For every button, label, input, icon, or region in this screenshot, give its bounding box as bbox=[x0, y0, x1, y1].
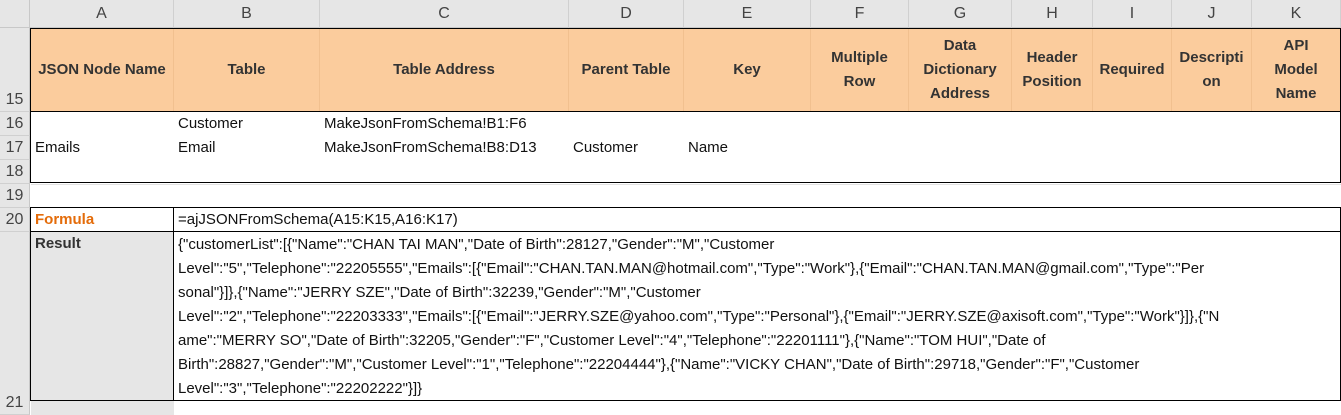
header-data-dictionary-address[interactable]: Data Dictionary Address bbox=[909, 29, 1012, 111]
cell-c17[interactable]: MakeJsonFromSchema!B8:D13 bbox=[324, 139, 537, 156]
header-json-node-name[interactable]: JSON Node Name bbox=[31, 29, 174, 111]
column-header-j[interactable]: J bbox=[1172, 0, 1252, 28]
cell-a16[interactable] bbox=[31, 112, 174, 136]
result-line: {"customerList":[{"Name":"CHAN TAI MAN",… bbox=[178, 236, 775, 253]
header-required[interactable]: Required bbox=[1093, 29, 1172, 111]
formula-cell[interactable]: =ajJSONFromSchema(A15:K15,A16:K17) bbox=[178, 211, 458, 228]
cell-e17[interactable]: Name bbox=[688, 139, 729, 156]
column-header-g[interactable]: G bbox=[909, 0, 1012, 28]
result-line: Level":"2","Telephone":"22203333","Email… bbox=[178, 308, 1220, 325]
column-header-e[interactable]: E bbox=[684, 0, 811, 28]
result-line: Level":"3","Telephone":"22202222"}]} bbox=[178, 380, 423, 397]
result-line: Level":"5","Telephone":"22205555","Email… bbox=[178, 260, 1205, 277]
column-header-i[interactable]: I bbox=[1093, 0, 1172, 28]
row-header-17[interactable]: 17 bbox=[0, 136, 30, 160]
column-header-a[interactable]: A bbox=[30, 0, 174, 28]
row-header-15[interactable]: 15 bbox=[0, 28, 30, 112]
result-line: ame":"MERRY SO","Date of Birth":32205,"G… bbox=[178, 332, 1046, 349]
cell-d16[interactable] bbox=[569, 112, 684, 136]
result-label[interactable]: Result bbox=[31, 232, 174, 415]
border-line bbox=[173, 207, 174, 401]
border-line bbox=[30, 207, 31, 401]
border-line bbox=[30, 111, 1341, 112]
header-parent-table[interactable]: Parent Table bbox=[569, 29, 684, 111]
result-line: Birth":28827,"Gender":"M","Customer Leve… bbox=[178, 356, 1140, 373]
column-header-k[interactable]: K bbox=[1252, 0, 1341, 28]
header-multiple-row[interactable]: Multiple Row bbox=[811, 29, 909, 111]
border-line bbox=[30, 182, 1341, 183]
border-line bbox=[30, 28, 1341, 29]
cell-d17[interactable]: Customer bbox=[573, 139, 639, 156]
row-header-16[interactable]: 16 bbox=[0, 112, 30, 136]
column-header-d[interactable]: D bbox=[569, 0, 684, 28]
formula-label[interactable]: Formula bbox=[35, 211, 95, 228]
header-key[interactable]: Key bbox=[684, 29, 811, 111]
result-line: sonal"}]},{"Name":"JERRY SZE","Date of B… bbox=[178, 284, 701, 301]
border-line bbox=[30, 400, 1341, 401]
header-description[interactable]: Description bbox=[1172, 29, 1252, 111]
column-header-h[interactable]: H bbox=[1012, 0, 1093, 28]
column-header-c[interactable]: C bbox=[320, 0, 569, 28]
column-header-b[interactable]: B bbox=[174, 0, 320, 28]
header-table-address[interactable]: Table Address bbox=[320, 29, 569, 111]
header-header-position[interactable]: Header Position bbox=[1012, 29, 1093, 111]
row-header-20[interactable]: 20 bbox=[0, 208, 30, 232]
cell-c16[interactable]: MakeJsonFromSchema!B1:F6 bbox=[324, 115, 527, 132]
row-header-21[interactable]: 21 bbox=[0, 232, 30, 415]
gridline bbox=[31, 184, 1341, 185]
cell-b17[interactable]: Email bbox=[178, 139, 216, 156]
row-header-18[interactable]: 18 bbox=[0, 160, 30, 184]
border-line bbox=[30, 28, 31, 183]
header-api-model-name[interactable]: API Model Name bbox=[1252, 29, 1340, 111]
result-cell[interactable]: {"customerList":[{"Name":"CHAN TAI MAN",… bbox=[174, 232, 1340, 400]
border-line bbox=[30, 231, 1341, 232]
cell-b16[interactable]: Customer bbox=[178, 115, 244, 132]
column-header-f[interactable]: F bbox=[811, 0, 909, 28]
header-table[interactable]: Table bbox=[174, 29, 320, 111]
cell-e16[interactable] bbox=[684, 112, 811, 136]
select-all-corner[interactable] bbox=[0, 0, 30, 28]
cell-a17[interactable]: Emails bbox=[35, 139, 81, 156]
row-header-19[interactable]: 19 bbox=[0, 184, 30, 208]
border-line bbox=[30, 207, 1341, 208]
